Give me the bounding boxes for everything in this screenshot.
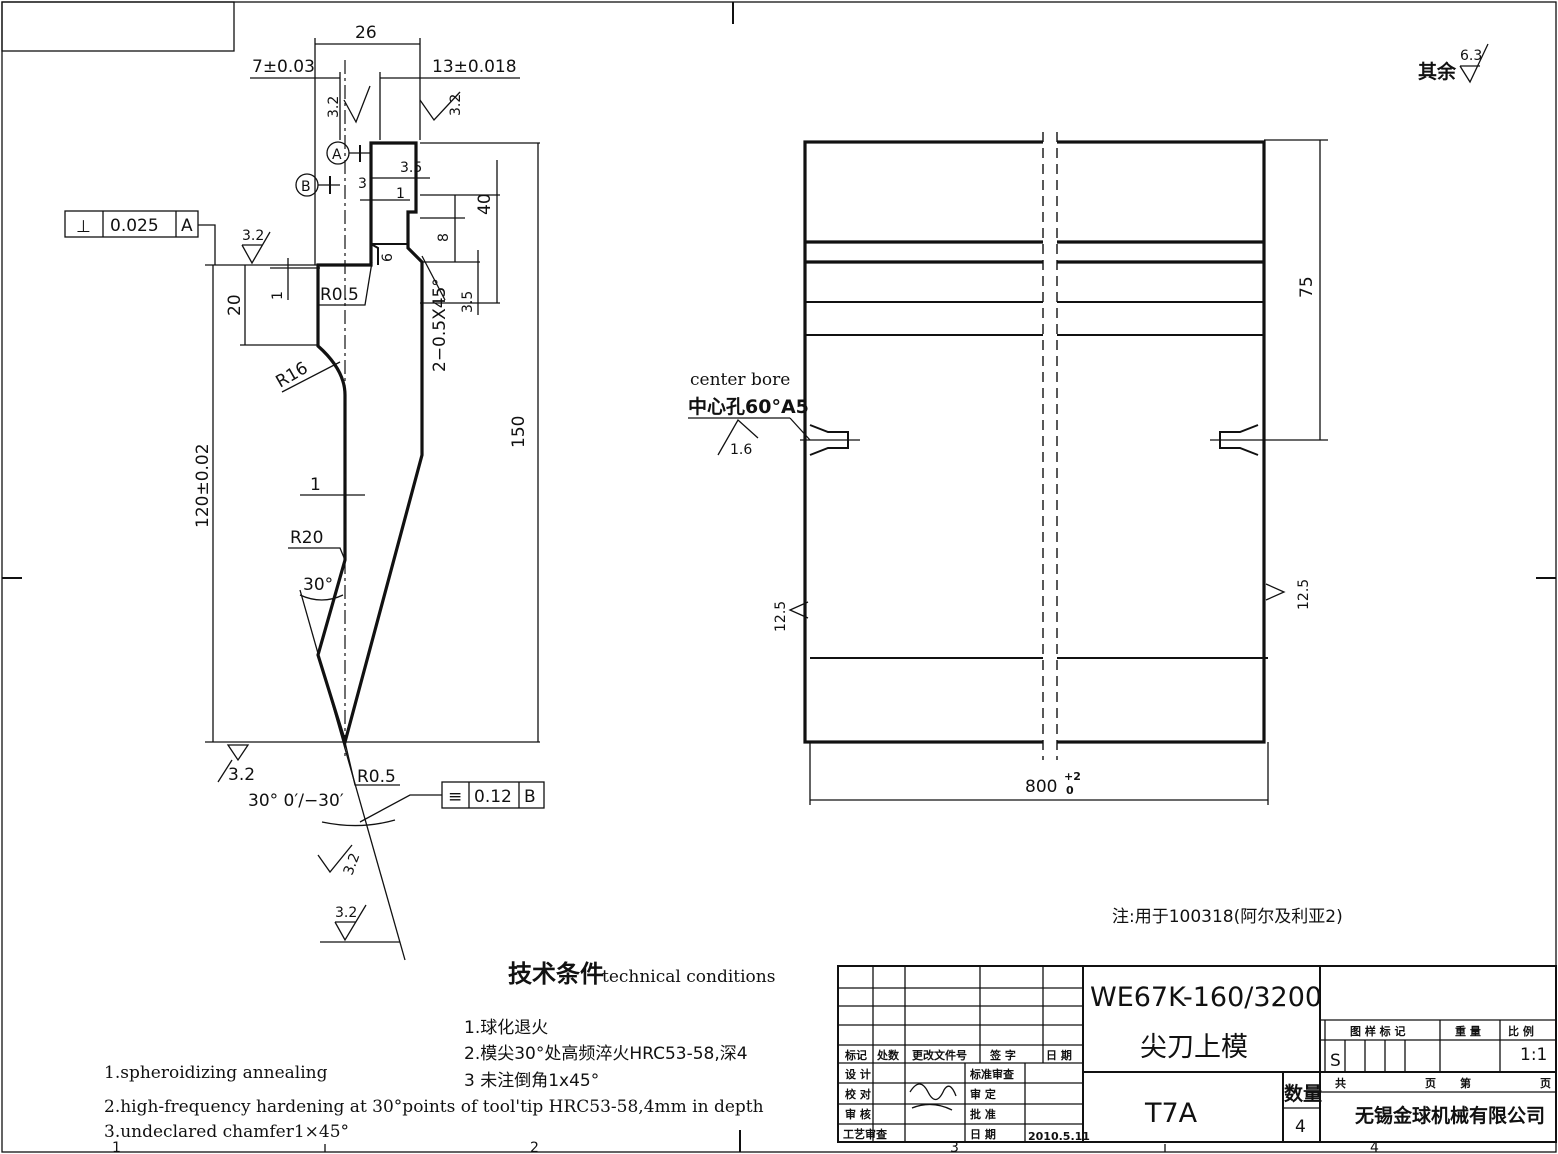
svg-text:6.3: 6.3 [1460,48,1482,64]
svg-text:3 未注倒角1x45°: 3 未注倒角1x45° [464,1071,599,1091]
svg-text:设 计: 设 计 [845,1067,871,1081]
svg-text:3.5: 3.5 [460,291,476,313]
svg-text:75: 75 [1297,276,1317,298]
svg-text:2.模尖30°处高频淬火HRC53-58,深4: 2.模尖30°处高频淬火HRC53-58,深4 [464,1044,748,1064]
svg-text:签 字: 签 字 [989,1048,1016,1062]
svg-text:2−0.5X45°: 2−0.5X45° [430,278,450,372]
fcf-symmetry: ≡ 0.12 B [359,781,545,823]
svg-text:T7A: T7A [1144,1098,1198,1129]
svg-text:+2: +2 [1064,770,1081,783]
svg-text:数量: 数量 [1284,1082,1322,1105]
svg-text:3.5: 3.5 [400,160,422,176]
technical-conditions: 技术条件 technical conditions 1.球化退火 2.模尖30°… [104,960,775,1142]
front-view: 75 12.5 12.5 800 +2 0 center bore 中心孔60°… [688,130,1328,805]
svg-text:26: 26 [355,23,377,43]
svg-text:120±0.02: 120±0.02 [193,443,213,528]
svg-text:12.5: 12.5 [773,601,789,632]
svg-text:R0.5: R0.5 [357,767,396,787]
svg-text:4: 4 [1370,1140,1379,1154]
svg-text:尖刀上模: 尖刀上模 [1140,1032,1248,1063]
svg-text:比 例: 比 例 [1508,1024,1534,1038]
svg-text:处数: 处数 [876,1048,900,1062]
svg-text:审 核: 审 核 [845,1107,871,1121]
svg-text:批 准: 批 准 [970,1107,996,1121]
svg-text:⊥: ⊥ [76,217,91,237]
svg-text:中心孔60°A5: 中心孔60°A5 [688,395,809,418]
svg-text:4: 4 [1295,1117,1306,1137]
svg-text:2: 2 [530,1140,539,1154]
svg-text:R0.5: R0.5 [320,285,359,305]
svg-text:1.球化退火: 1.球化退火 [464,1018,548,1038]
general-roughness: 其余 6.3 [1418,43,1489,84]
svg-text:0: 0 [1066,784,1074,797]
svg-text:3.2: 3.2 [242,228,264,244]
svg-text:无锡金球机械有限公司: 无锡金球机械有限公司 [1355,1104,1545,1127]
svg-text:8: 8 [436,233,452,242]
svg-text:重 量: 重 量 [1455,1024,1481,1038]
svg-text:第: 第 [1460,1076,1471,1090]
svg-text:图 样 标 记: 图 样 标 记 [1350,1024,1406,1038]
svg-text:3.2: 3.2 [326,96,342,118]
svg-text:页: 页 [1540,1077,1551,1090]
title-block: 标记 处数 更改文件号 签 字 日 期 设 计 校 对 审 核 工艺审查 标准审… [837,965,1557,1143]
svg-text:1:1: 1:1 [1520,1045,1547,1065]
svg-text:日 期: 日 期 [1046,1048,1072,1062]
svg-text:更改文件号: 更改文件号 [912,1048,967,1062]
svg-text:1: 1 [270,291,286,300]
svg-text:30°: 30° [303,575,333,595]
svg-text:0.025: 0.025 [110,216,159,236]
svg-text:3.2: 3.2 [448,94,464,116]
svg-text:1.spheroidizing annealing: 1.spheroidizing annealing [104,1063,328,1083]
svg-text:1: 1 [310,475,321,495]
svg-text:13±0.018: 13±0.018 [432,57,517,77]
svg-text:40: 40 [475,193,495,215]
svg-text:S: S [1330,1051,1341,1071]
svg-text:A: A [181,216,193,236]
svg-text:工艺审查: 工艺审查 [843,1127,887,1141]
svg-text:标准审查: 标准审查 [969,1067,1014,1081]
svg-text:6: 6 [380,253,396,262]
svg-text:共: 共 [1335,1076,1346,1090]
svg-text:B: B [301,179,311,195]
svg-text:页: 页 [1425,1077,1436,1090]
svg-text:标记: 标记 [844,1048,867,1062]
svg-text:3: 3 [950,1140,959,1154]
svg-text:B: B [524,787,536,807]
svg-text:150: 150 [509,416,529,448]
svg-text:审 定: 审 定 [970,1087,996,1101]
usage-note: 注:用于100318(阿尔及利亚2) [1112,907,1343,927]
svg-text:2.high-frequency hardening at: 2.high-frequency hardening at 30°points … [104,1097,764,1117]
svg-text:center bore: center bore [690,370,790,390]
fcf-perpendicularity: ⊥ 0.025 A [64,210,216,265]
svg-text:日 期: 日 期 [970,1127,996,1141]
svg-text:校 对: 校 对 [845,1087,871,1101]
svg-text:7±0.03: 7±0.03 [252,57,315,77]
svg-text:WE67K-160/3200: WE67K-160/3200 [1090,982,1322,1013]
svg-text:3.2: 3.2 [228,765,255,785]
profile-view: 26 7±0.03 13±0.018 3.2 3.2 A B 3.5 3 1 4… [64,23,545,961]
svg-text:3.undeclared chamfer1×45°: 3.undeclared chamfer1×45° [104,1122,349,1142]
svg-text:1.6: 1.6 [730,442,752,458]
svg-text:3.2: 3.2 [341,851,364,877]
svg-text:其余: 其余 [1418,60,1457,83]
svg-text:3.2: 3.2 [335,905,357,921]
zone-markers: 1 2 3 4 [112,1140,1379,1154]
svg-text:2010.5.11: 2010.5.11 [1028,1130,1090,1143]
svg-text:20: 20 [225,294,245,316]
svg-text:30° 0′/−30′: 30° 0′/−30′ [248,791,344,811]
svg-text:≡: ≡ [448,787,462,807]
svg-text:1: 1 [112,1140,121,1154]
svg-text:0.12: 0.12 [474,787,512,807]
svg-text:800: 800 [1025,777,1057,797]
svg-text:12.5: 12.5 [1296,579,1312,610]
svg-text:3: 3 [358,176,367,192]
svg-text:技术条件: 技术条件 [508,960,604,988]
svg-text:R20: R20 [290,528,323,548]
svg-text:technical conditions: technical conditions [602,967,775,987]
svg-text:A: A [332,147,342,163]
svg-text:1: 1 [396,186,405,202]
